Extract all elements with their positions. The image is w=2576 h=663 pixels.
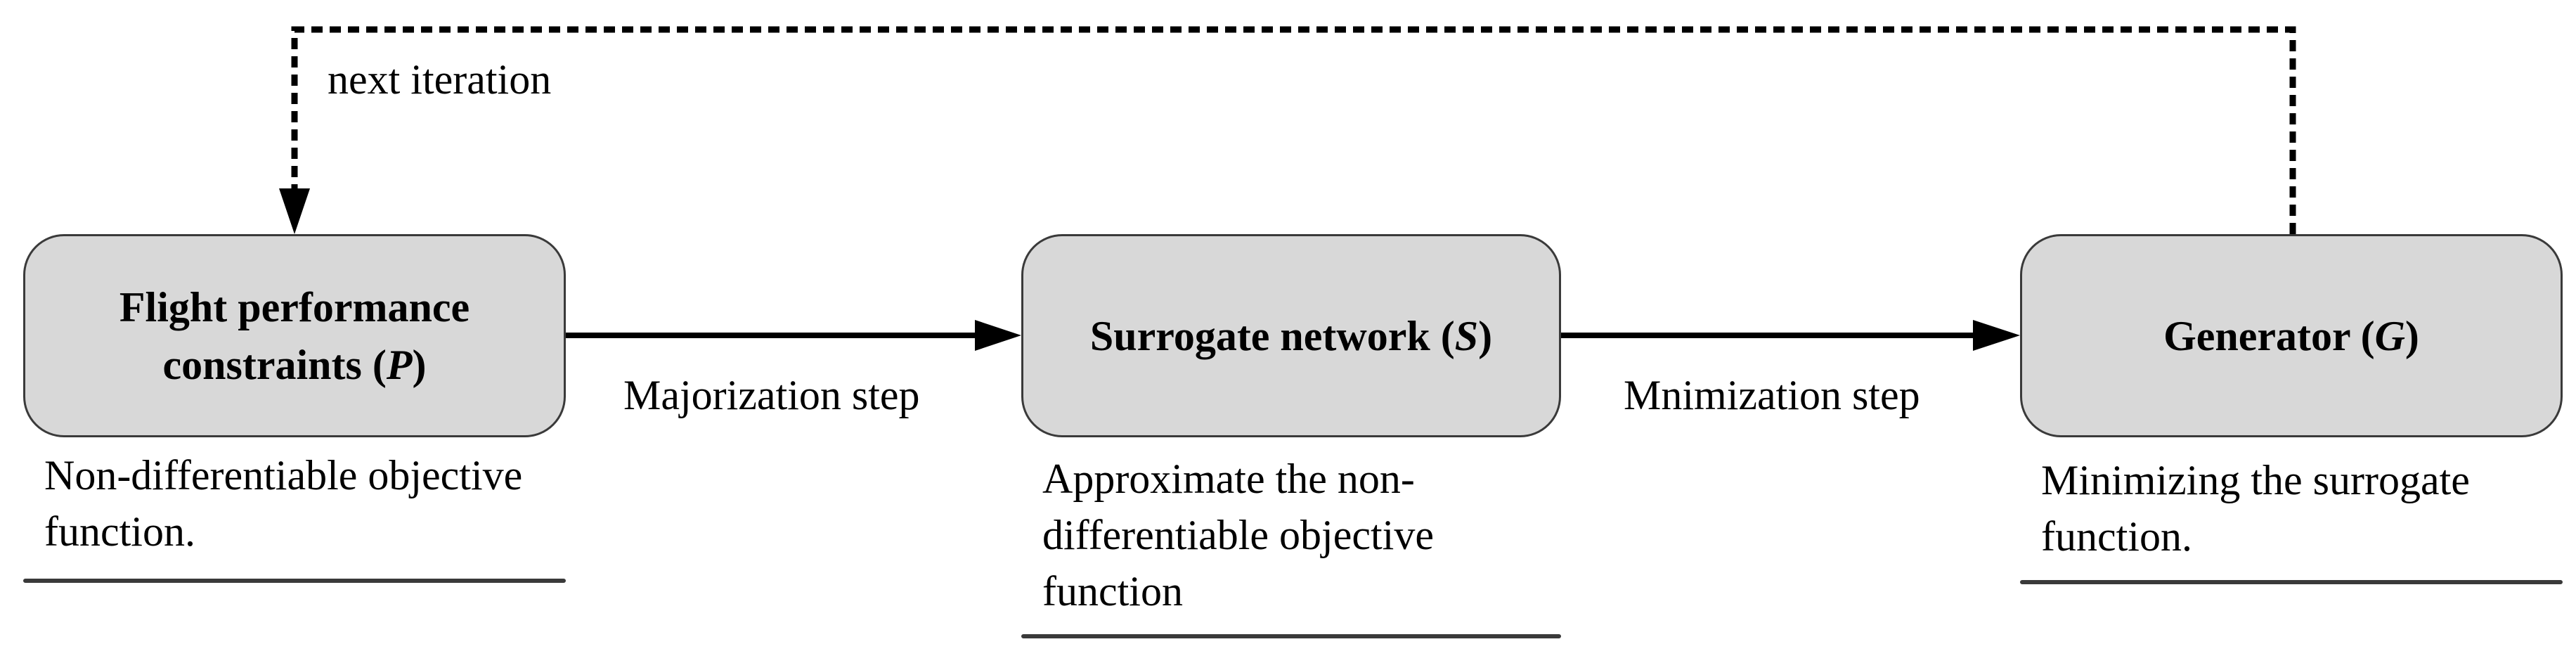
s-title-prefix: Surrogate network ( (1089, 312, 1455, 359)
feedback-arrowhead (279, 188, 310, 234)
s-symbol: S (1454, 312, 1479, 359)
p-title-line2-suffix: ) (412, 341, 427, 388)
s-title-suffix: ) (1478, 312, 1493, 359)
surrogate-network-node: Surrogate network (S) Approximate the no… (1021, 234, 1561, 638)
p-title-line2-prefix: constraints ( (162, 341, 387, 388)
p-title-line1: Flight performance (119, 283, 470, 330)
g-title-prefix: Generator ( (2163, 312, 2375, 359)
g-symbol: G (2374, 312, 2405, 359)
g-description-box (2020, 580, 2563, 584)
g-title: Generator (G) (2163, 307, 2419, 365)
minimization-arrowhead (1973, 320, 2020, 351)
s-description: Approximate the non-differentiable objec… (1042, 456, 1434, 614)
majorization-step-label: Majorization step (623, 372, 920, 418)
majorization-arrowhead (975, 320, 1021, 351)
s-title: Surrogate network (S) (1090, 307, 1492, 365)
g-title-suffix: ) (2405, 312, 2419, 359)
generator-node: Generator (G) Minimizing the surrogate f… (2020, 234, 2563, 584)
g-description: Minimizing the surrogate function. (2041, 457, 2470, 560)
p-description-box (23, 579, 566, 583)
minimization-step-label: Mnimization step (1624, 372, 1920, 418)
p-title-box: Flight performance constraints (P) (23, 234, 566, 437)
flight-performance-constraints-node: Flight performance constraints (P) Non-d… (23, 234, 566, 583)
feedback-loop-line (291, 26, 2296, 234)
g-title-box: Generator (G) (2020, 234, 2563, 437)
p-symbol: P (386, 341, 413, 388)
s-description-box (1021, 634, 1561, 638)
next-iteration-label: next iteration (328, 56, 552, 103)
p-title: Flight performance constraints (P) (119, 278, 470, 394)
p-description: Non-differentiable objective function. (44, 452, 523, 555)
s-title-box: Surrogate network (S) (1021, 234, 1561, 437)
